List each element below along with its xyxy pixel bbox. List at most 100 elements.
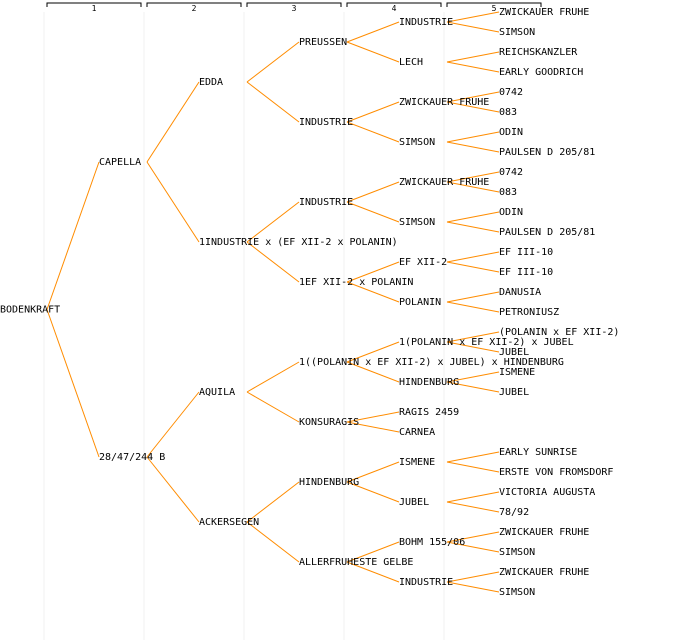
- pedigree-edge: [346, 21, 400, 43]
- pedigree-edge: [446, 581, 500, 593]
- pedigree-edge: [246, 521, 300, 563]
- pedigree-edge: [446, 61, 500, 73]
- pedigree-node-label: ALLERFRUHESTE GELBE: [299, 557, 413, 568]
- pedigree-edge: [446, 11, 500, 23]
- pedigree-edge: [446, 341, 500, 353]
- pedigree-node-label: DANUSIA: [499, 287, 541, 298]
- pedigree-node-label: AQUILA: [199, 387, 235, 398]
- pedigree-edge: [346, 341, 400, 363]
- pedigree-node-label: BODENKRAFT: [0, 305, 60, 316]
- pedigree-node-label: CAPELLA: [99, 157, 141, 168]
- pedigree-node-label: SIMSON: [499, 587, 535, 598]
- pedigree-node-label: ACKERSEGEN: [199, 517, 259, 528]
- pedigree-node-label: KONSURAGIS: [299, 417, 359, 428]
- pedigree-edge: [446, 491, 500, 503]
- pedigree-node-label: EARLY SUNRISE: [499, 447, 577, 458]
- pedigree-node-label: INDUSTRIE: [399, 17, 453, 28]
- pedigree-edge: [346, 361, 400, 383]
- pedigree-edges: [46, 11, 500, 593]
- pedigree-edge: [446, 251, 500, 263]
- pedigree-node-label: SIMSON: [399, 137, 435, 148]
- pedigree-edge: [246, 361, 300, 393]
- generation-bracket: [446, 2, 542, 7]
- pedigree-edge: [246, 241, 300, 283]
- pedigree-edge: [146, 391, 200, 458]
- pedigree-node-label: JUBEL: [399, 497, 429, 508]
- pedigree-edge: [346, 181, 400, 203]
- pedigree-edge: [446, 461, 500, 473]
- pedigree-edge: [446, 331, 500, 343]
- pedigree-node-label: REICHSKANZLER: [499, 47, 578, 58]
- pedigree-edge: [46, 161, 100, 310]
- pedigree-edge: [446, 261, 500, 273]
- pedigree-node-label: POLANIN: [399, 297, 441, 308]
- generation-number: 5: [492, 4, 497, 13]
- pedigree-node-label: PREUSSEN: [299, 37, 347, 48]
- pedigree-edge: [246, 201, 300, 243]
- pedigree-node-label: ERSTE VON FROMSDORF: [499, 467, 613, 478]
- pedigree-node-label: 0742: [499, 87, 523, 98]
- pedigree-edge: [146, 81, 200, 163]
- column-guides: [43, 12, 445, 640]
- pedigree-edge: [446, 451, 500, 463]
- pedigree-node-label: SIMSON: [499, 27, 535, 38]
- pedigree-edge: [346, 461, 400, 483]
- pedigree-node-label: ZWICKAUER FRUHE: [499, 527, 589, 538]
- pedigree-node-label: ISMENE: [399, 457, 435, 468]
- pedigree-node-label: 28/47/244 B: [99, 452, 165, 463]
- pedigree-node-label: ODIN: [499, 207, 523, 218]
- pedigree-node-label: EARLY GOODRICH: [499, 67, 583, 78]
- pedigree-node-label: 0742: [499, 167, 523, 178]
- pedigree-node-label: (POLANIN x EF XII-2): [499, 327, 619, 338]
- pedigree-node-label: EDDA: [199, 77, 223, 88]
- pedigree-edge: [446, 51, 500, 63]
- pedigree-node-label: HINDENBURG: [299, 477, 359, 488]
- pedigree-edge: [446, 91, 500, 103]
- pedigree-node-label: ZWICKAUER FRUHE: [399, 97, 489, 108]
- pedigree-node-label: RAGIS 2459: [399, 407, 459, 418]
- pedigree-node-label: ZWICKAUER FRUHE: [499, 567, 589, 578]
- pedigree-edge: [246, 81, 300, 123]
- pedigree-edge: [346, 201, 400, 223]
- pedigree-node-label: HINDENBURG: [399, 377, 459, 388]
- pedigree-node-label: VICTORIA AUGUSTA: [499, 487, 595, 498]
- pedigree-edge: [346, 421, 400, 433]
- pedigree-node-label: 1((POLANIN x EF XII-2) x JUBEL) x HINDEN…: [299, 357, 564, 368]
- generation-bracket: [346, 2, 442, 7]
- pedigree-edge: [446, 381, 500, 393]
- pedigree-edge: [446, 571, 500, 583]
- pedigree-node-label: LECH: [399, 57, 423, 68]
- generation-number: 4: [392, 4, 397, 13]
- pedigree-node-label: INDUSTRIE: [299, 197, 353, 208]
- pedigree-edge: [346, 481, 400, 503]
- pedigree-labels: BODENKRAFT CAPELLA 28/47/244 B EDDA 1INDUSTR…: [0, 7, 619, 598]
- pedigree-node-label: EF III-10: [499, 247, 553, 258]
- pedigree-node-label: PAULSEN D 205/81: [499, 227, 595, 238]
- pedigree-node-label: ISMENE: [499, 367, 535, 378]
- pedigree-node-label: EF III-10: [499, 267, 553, 278]
- pedigree-node-label: 1EF XII-2 x POLANIN: [299, 277, 413, 288]
- pedigree-edge: [346, 541, 400, 563]
- pedigree-edge: [346, 561, 400, 583]
- pedigree-edge: [446, 21, 500, 33]
- pedigree-node-label: SIMSON: [499, 547, 535, 558]
- pedigree-edge: [346, 101, 400, 123]
- pedigree-node-label: ZWICKAUER FRUHE: [499, 7, 589, 18]
- pedigree-node-label: CARNEA: [399, 427, 435, 438]
- pedigree-node-label: 1INDUSTRIE x (EF XII-2 x POLANIN): [199, 237, 398, 248]
- pedigree-edge: [446, 501, 500, 513]
- pedigree-node-label: PAULSEN D 205/81: [499, 147, 595, 158]
- pedigree-edge: [246, 391, 300, 423]
- pedigree-node-label: EF XII-2: [399, 257, 447, 268]
- pedigree-node-label: JUBEL: [499, 387, 529, 398]
- pedigree-edge: [446, 171, 500, 183]
- pedigree-node-label: PETRONIUSZ: [499, 307, 559, 318]
- pedigree-node-label: INDUSTRIE: [399, 577, 453, 588]
- pedigree-edge: [346, 121, 400, 143]
- pedigree-edge: [346, 41, 400, 63]
- pedigree-edge: [346, 281, 400, 303]
- pedigree-node-label: ZWICKAUER FRUHE: [399, 177, 489, 188]
- pedigree-edge: [446, 211, 500, 223]
- generation-number: 2: [192, 4, 197, 13]
